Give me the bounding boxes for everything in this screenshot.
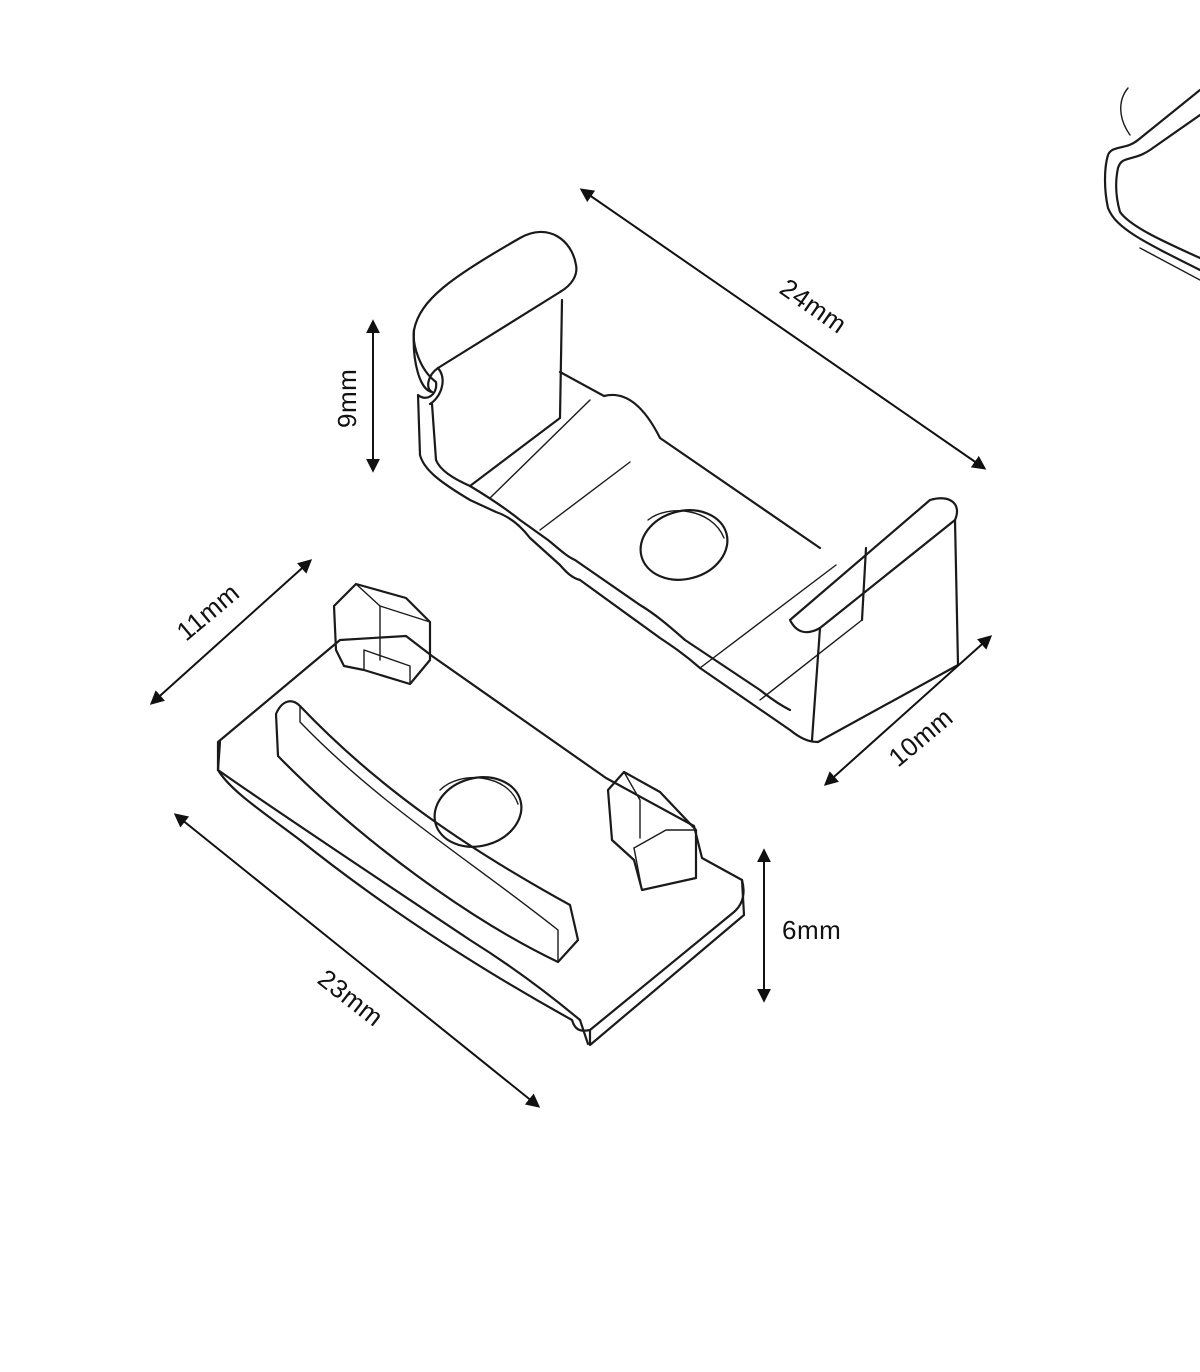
label-cap-length: 23mm: [312, 963, 389, 1032]
end-cap: [216, 582, 746, 1047]
dim-line-cap-length: [173, 813, 541, 1108]
dimension-labels: 24mm 9mm 10mm 11mm 23mm 6mm: [171, 272, 959, 1032]
mounting-clip: [412, 230, 960, 744]
label-cap-height: 6mm: [782, 915, 841, 945]
label-cap-width: 11mm: [171, 577, 246, 646]
dim-line-clip-width: [823, 635, 993, 786]
dim-line-cap-width: [149, 559, 313, 705]
dim-line-clip-length: [579, 188, 987, 470]
dimension-lines: [149, 188, 993, 1108]
label-clip-width: 10mm: [883, 702, 959, 773]
profile-fragment: [1103, 87, 1200, 281]
label-clip-length: 24mm: [775, 272, 853, 339]
label-clip-height: 9mm: [332, 369, 362, 428]
